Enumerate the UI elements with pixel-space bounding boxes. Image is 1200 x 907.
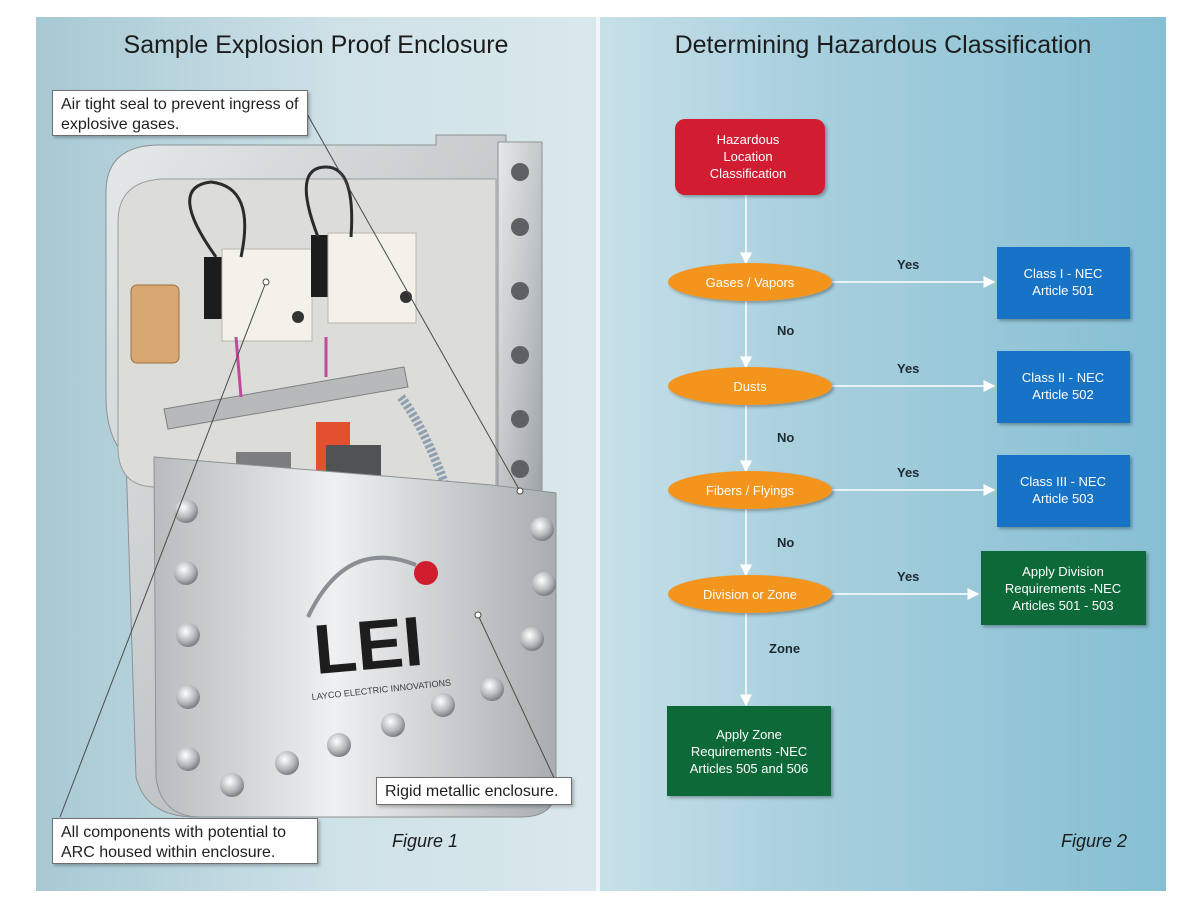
transformer	[130, 284, 180, 364]
label-no-dusts: No	[777, 430, 794, 445]
zone-line-2: Requirements -NEC	[691, 744, 807, 759]
classification-panel: Determining Hazardous Classification Haz…	[600, 17, 1166, 891]
din-rail	[163, 366, 409, 430]
relay-right	[311, 232, 417, 324]
cover-bolts	[174, 499, 556, 797]
flange-bolt-holes	[511, 163, 529, 478]
outcome-class-2: Class II - NEC Article 502	[997, 351, 1130, 423]
start-line-1: Hazardous	[717, 132, 780, 147]
wire-loop-left	[188, 180, 247, 258]
label-yes-fibers: Yes	[897, 465, 919, 480]
decision-fibers-label: Fibers / Flyings	[706, 483, 795, 498]
class-3-line-1: Class III - NEC	[1020, 474, 1106, 489]
label-yes-gases: Yes	[897, 257, 919, 272]
zone-line-3: Articles 505 and 506	[690, 761, 809, 776]
label-no-fibers: No	[777, 535, 794, 550]
class-2-line-2: Article 502	[1032, 387, 1093, 402]
class-3-line-2: Article 503	[1032, 491, 1093, 506]
zone-line-1: Apply Zone	[716, 727, 782, 742]
leader-seal	[305, 111, 521, 492]
label-no-gases: No	[777, 323, 794, 338]
figure-1-label: Figure 1	[392, 831, 459, 851]
wire-loop-right	[304, 165, 354, 238]
hazard-flowchart: Hazardous Location Classification Gases …	[667, 119, 1146, 796]
start-line-3: Classification	[710, 166, 787, 181]
enclosure-panel: Sample Explosion Proof Enclosure	[36, 17, 596, 891]
classification-title: Determining Hazardous Classification	[674, 31, 1092, 59]
leader-enclosure	[477, 614, 557, 783]
enclosure-title: Sample Explosion Proof Enclosure	[123, 31, 509, 59]
class-1-line-1: Class I - NEC	[1024, 266, 1103, 281]
decision-gases-vapors: Gases / Vapors	[668, 263, 832, 301]
callout-air-tight-seal: Air tight seal to prevent ingress of exp…	[52, 90, 308, 136]
start-line-2: Location	[723, 149, 772, 164]
flexible-conduit	[397, 394, 461, 519]
decision-gases-label: Gases / Vapors	[706, 275, 795, 290]
outcome-zone-requirements: Apply Zone Requirements -NEC Articles 50…	[667, 706, 831, 796]
decision-division-label: Division or Zone	[703, 587, 797, 602]
callout-rigid-enclosure: Rigid metallic enclosure.	[376, 777, 572, 805]
decision-dusts: Dusts	[668, 367, 832, 405]
node-start: Hazardous Location Classification	[675, 119, 825, 195]
decision-division-zone: Division or Zone	[668, 575, 832, 613]
division-line-2: Requirements -NEC	[1005, 581, 1121, 596]
label-yes-dusts: Yes	[897, 361, 919, 376]
wire-pink-left	[234, 336, 243, 398]
outcome-class-1: Class I - NEC Article 501	[997, 247, 1130, 319]
panel-divider	[596, 17, 600, 891]
decision-fibers-flyings: Fibers / Flyings	[668, 471, 832, 509]
logo-dot	[414, 561, 438, 585]
class-2-line-1: Class II - NEC	[1022, 370, 1104, 385]
relay-left	[204, 248, 313, 342]
division-line-1: Apply Division	[1022, 564, 1104, 579]
decision-dusts-label: Dusts	[733, 379, 767, 394]
outcome-class-3: Class III - NEC Article 503	[997, 455, 1130, 527]
label-yes-division: Yes	[897, 569, 919, 584]
outcome-division-requirements: Apply Division Requirements -NEC Article…	[981, 551, 1146, 625]
label-zone: Zone	[769, 641, 800, 656]
figure-2-label: Figure 2	[1061, 831, 1128, 851]
division-line-3: Articles 501 - 503	[1012, 598, 1113, 613]
flange	[497, 141, 543, 498]
callout-components-within: All components with potential to ARC hou…	[52, 818, 318, 864]
logo-letters: LEI	[311, 602, 426, 689]
class-1-line-2: Article 501	[1032, 283, 1093, 298]
leader-components	[59, 281, 267, 818]
logo-swoosh	[306, 555, 417, 618]
enclosure-illustration: LEI LAYCO ELECTRIC INNOVATIONS	[59, 111, 557, 818]
